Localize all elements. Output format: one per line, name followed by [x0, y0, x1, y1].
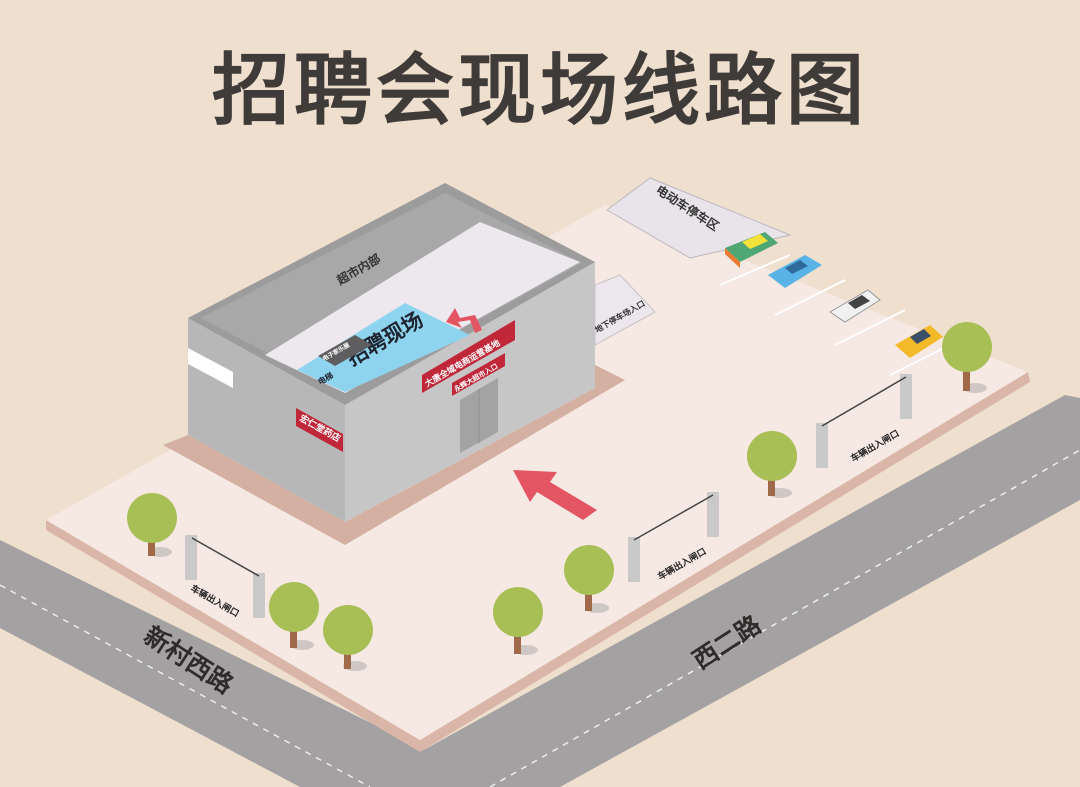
recruitment-site-sign	[297, 303, 470, 392]
ebike-parking-area	[606, 177, 792, 259]
building-base	[163, 365, 625, 545]
gate-left[interactable]	[185, 535, 265, 618]
gate-middle[interactable]	[628, 492, 719, 582]
route-arrow-icon[interactable]	[513, 470, 597, 520]
tree	[323, 605, 373, 671]
supermarket-entrance-sign	[452, 353, 505, 396]
roof-arrow-icon	[446, 308, 482, 333]
tree	[269, 582, 319, 650]
tree	[942, 322, 992, 393]
tree	[747, 431, 797, 498]
building-window	[188, 348, 233, 388]
ground-edge	[46, 372, 1030, 752]
road-xi-er	[420, 395, 1080, 787]
road-dash-right	[489, 449, 1080, 787]
sub-sign	[318, 335, 372, 366]
pharmacy-sign	[296, 408, 343, 452]
tree	[127, 493, 177, 557]
road-dash-left	[0, 584, 371, 787]
car-yellow	[895, 325, 943, 358]
tree	[493, 587, 543, 655]
trees	[127, 322, 992, 671]
gate-right[interactable]	[816, 374, 912, 468]
ecommerce-base-sign	[422, 320, 515, 393]
tree	[564, 545, 614, 613]
car-green-taxi	[725, 232, 778, 268]
building-wall-right	[345, 262, 595, 522]
car-blue	[768, 255, 822, 288]
car-white	[829, 289, 881, 323]
page-title: 招聘会现场线路图	[211, 46, 868, 136]
road-xincun-west	[0, 540, 560, 787]
